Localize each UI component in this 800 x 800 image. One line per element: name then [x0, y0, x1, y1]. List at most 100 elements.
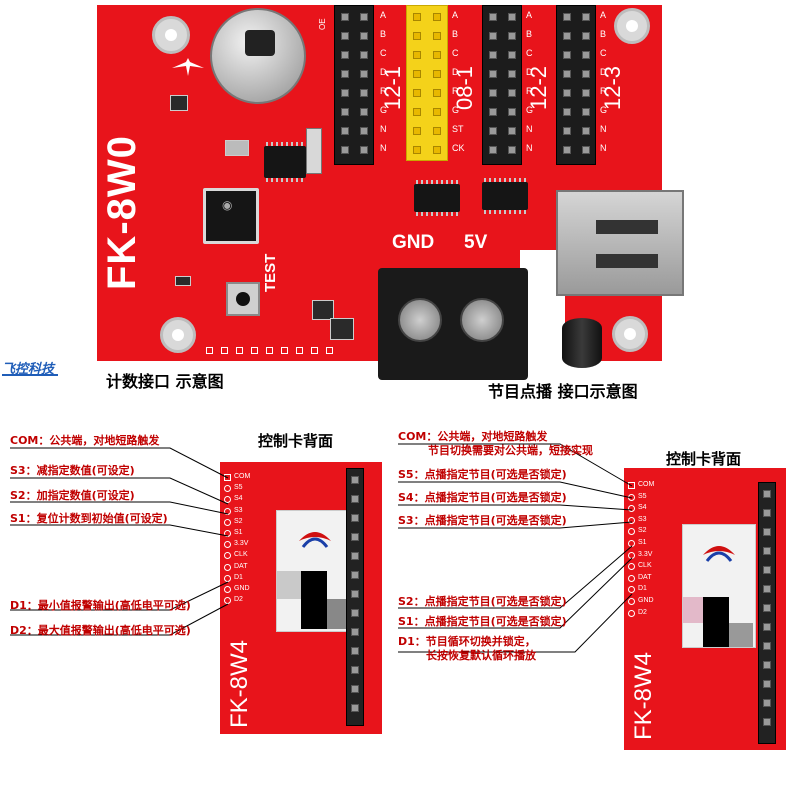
header-pin — [413, 70, 421, 78]
sticker-bird-icon — [295, 521, 335, 561]
strip-pin — [206, 347, 213, 354]
header-12-2 — [482, 5, 522, 165]
row-letter: G — [380, 105, 388, 115]
header-pin-row — [407, 29, 447, 43]
header-pin — [488, 127, 497, 135]
left-label-s1: S1：复位计数到初始值(可设定) — [10, 512, 168, 525]
side-pin-label: COM — [638, 481, 655, 488]
side-pin-label: D1 — [234, 573, 243, 581]
header-pin-row — [557, 143, 595, 157]
row-letter: B — [380, 29, 387, 39]
header-pin — [351, 571, 359, 579]
header-pin — [488, 32, 497, 40]
header-pin — [351, 628, 359, 636]
header-pin-row — [483, 48, 521, 62]
header-pin — [433, 32, 441, 40]
test-button-cap[interactable] — [236, 292, 250, 306]
side-pin — [628, 598, 635, 605]
header-pin — [507, 127, 516, 135]
side-pin — [224, 485, 231, 493]
header-pin-row — [759, 639, 775, 653]
side-pin-label: S3 — [638, 515, 647, 523]
row-letter: D — [526, 67, 533, 77]
left-label-s2: S2：加指定数值(可设定) — [10, 489, 135, 502]
row-letter: G — [600, 105, 608, 115]
header-pin — [507, 146, 516, 154]
driver-chip-1 — [414, 180, 460, 216]
header-pin-row — [759, 487, 775, 501]
header-pin — [340, 89, 349, 97]
header-pin-row — [335, 143, 373, 157]
mosaic-block — [703, 597, 729, 623]
mount-hole — [614, 8, 650, 44]
row-letter: C — [526, 48, 533, 58]
header-pin-row — [759, 696, 775, 710]
left-panel-title: 控制卡背面 — [258, 432, 334, 450]
row-letter: C — [452, 48, 459, 58]
row-letter: D — [600, 67, 607, 77]
header-pin-row — [483, 143, 521, 157]
header-pin-row — [407, 143, 447, 157]
header-12-3 — [556, 5, 596, 165]
header-pin-row — [759, 525, 775, 539]
header-pin-row — [335, 105, 373, 119]
side-pin-label: S1 — [638, 539, 647, 546]
strip-pin — [281, 347, 288, 354]
header-pin-row — [347, 663, 363, 677]
header-pin-row — [335, 29, 373, 43]
header-pin — [359, 51, 368, 59]
header-pin — [413, 32, 421, 40]
side-pin-label: 3.3V — [234, 540, 249, 548]
header-pin — [488, 89, 497, 97]
side-pin-label: D1 — [638, 585, 647, 593]
side-pin-label: GND — [234, 585, 250, 592]
strip-pin — [311, 347, 318, 354]
header-pin-row — [347, 682, 363, 696]
header-pin-row — [347, 492, 363, 506]
header-pin-row — [347, 511, 363, 525]
header-pin — [763, 661, 771, 669]
side-pin — [224, 474, 231, 481]
header-pin — [507, 32, 516, 40]
header-pin-row — [483, 86, 521, 100]
row-letter: A — [380, 10, 387, 20]
header-pin-row — [335, 86, 373, 100]
header-pin-row — [483, 29, 521, 43]
header-pin — [763, 490, 771, 498]
side-pin — [224, 597, 231, 605]
left-label-sticker — [276, 510, 354, 632]
side-pin-label: S5 — [234, 484, 243, 492]
regulator — [170, 95, 188, 111]
side-pin — [224, 530, 231, 537]
header-pin — [413, 146, 421, 154]
left-right-header — [346, 468, 364, 726]
mosaic-block — [301, 599, 327, 629]
header-pin-row — [347, 625, 363, 639]
header-pin-row — [759, 601, 775, 615]
side-pin-label: GND — [638, 597, 654, 604]
espressif-icon: ◉ — [222, 198, 233, 212]
side-pin-label: DAT — [638, 573, 652, 581]
header-pin — [351, 609, 359, 617]
right-label-s4: S4：点播指定节目(可选是否锁定) — [398, 491, 567, 504]
driver-chip-2 — [482, 178, 528, 214]
mosaic-block — [729, 623, 753, 647]
terminal-screw — [398, 298, 442, 342]
row-letter: C — [600, 48, 607, 58]
right-label-s2: S2：点播指定节目(可选是否锁定) — [398, 595, 567, 608]
side-pin — [224, 586, 231, 593]
header-pin — [413, 89, 421, 97]
header-pin-row — [407, 10, 447, 24]
row-letter: ST — [452, 124, 464, 134]
right-panel-title: 控制卡背面 — [666, 450, 742, 468]
test-button[interactable] — [226, 282, 260, 316]
header-pin-row — [557, 29, 595, 43]
row-letter: R — [600, 86, 607, 96]
side-pin — [224, 518, 231, 526]
row-letter: A — [452, 10, 459, 20]
header-pin-row — [335, 67, 373, 81]
mount-hole — [612, 316, 648, 352]
header-pin-row — [557, 105, 595, 119]
header-pin — [763, 585, 771, 593]
